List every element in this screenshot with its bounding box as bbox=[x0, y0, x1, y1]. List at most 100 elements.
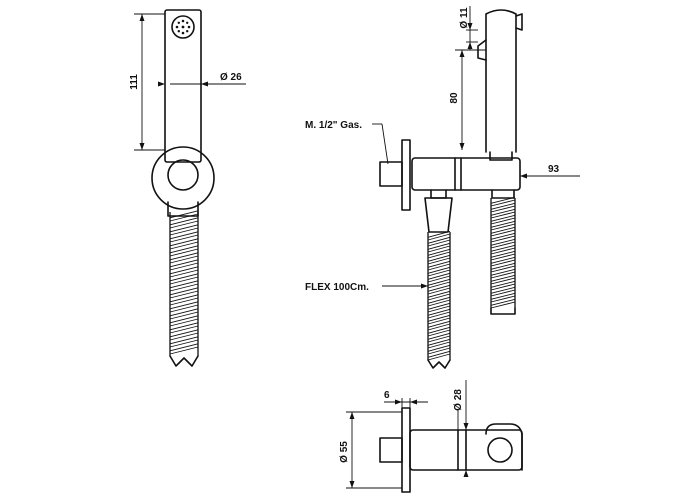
hose-coil bbox=[490, 226, 516, 237]
valve-body bbox=[411, 157, 521, 191]
hose-coil bbox=[490, 268, 516, 279]
hose-coil bbox=[169, 224, 199, 236]
hose-coil bbox=[427, 278, 451, 289]
hose-coil bbox=[169, 336, 199, 348]
wall-holder-hub bbox=[167, 159, 199, 191]
dim-80: 80 bbox=[449, 49, 486, 150]
holder-top bbox=[485, 423, 523, 471]
hose-coil bbox=[490, 220, 516, 231]
hose-coil bbox=[169, 301, 199, 313]
hose-coil bbox=[169, 315, 199, 327]
hose-coil bbox=[169, 259, 199, 271]
hose-coil bbox=[427, 260, 451, 271]
dim-6-text: 6 bbox=[384, 390, 390, 401]
hose-coil bbox=[490, 202, 516, 213]
hose-coil bbox=[169, 252, 199, 264]
wall-holder-plate bbox=[151, 146, 215, 210]
hose-coil bbox=[490, 232, 516, 243]
wall-plate-top bbox=[401, 407, 411, 493]
dim-26-text: Ø 26 bbox=[220, 72, 242, 83]
dim-28-text: Ø 28 bbox=[453, 389, 464, 411]
hose-coil bbox=[427, 332, 451, 343]
spray-head bbox=[171, 15, 195, 39]
holder-collar bbox=[489, 151, 513, 161]
dim-11-text: Ø 11 bbox=[459, 7, 470, 29]
dim-28: Ø 28 bbox=[453, 380, 469, 477]
hose-cone bbox=[424, 197, 453, 233]
hose-coil bbox=[169, 273, 199, 285]
hose-coil bbox=[427, 272, 451, 283]
hose-coil bbox=[427, 344, 451, 355]
hose-coil bbox=[427, 236, 451, 247]
hose-coil bbox=[169, 287, 199, 299]
hose-coil bbox=[169, 210, 199, 222]
hose-coil bbox=[490, 280, 516, 291]
hose-coil bbox=[169, 322, 199, 334]
hose-coil bbox=[169, 329, 199, 341]
hose-coil bbox=[427, 284, 451, 295]
dim-93: 93 bbox=[520, 164, 580, 179]
dim-80-text: 80 bbox=[449, 92, 460, 104]
dim-11: Ø 11 bbox=[459, 6, 478, 50]
dim-6: 6 bbox=[384, 390, 428, 408]
trigger bbox=[477, 39, 487, 61]
thread-top bbox=[379, 437, 403, 463]
hose-coil bbox=[427, 290, 451, 301]
hose-coil bbox=[427, 266, 451, 277]
dim-93-text: 93 bbox=[548, 164, 560, 175]
hose-coil bbox=[490, 256, 516, 267]
dim-111: 111 bbox=[129, 13, 165, 151]
side-view: Ø 11 80 93 M. 1/2" Gas. FLEX 100Cm. bbox=[305, 6, 580, 369]
hose-coil bbox=[490, 208, 516, 219]
hose-coil bbox=[427, 320, 451, 331]
hose-coil bbox=[427, 296, 451, 307]
thread-connection bbox=[379, 161, 403, 187]
hose-coil bbox=[427, 242, 451, 253]
label-connection: M. 1/2" Gas. bbox=[305, 120, 389, 165]
hose-coil bbox=[490, 244, 516, 255]
dim-26: Ø 26 bbox=[158, 72, 246, 87]
label-hose: FLEX 100Cm. bbox=[305, 282, 428, 293]
hose-coil bbox=[427, 338, 451, 349]
hose-coil bbox=[490, 262, 516, 273]
hose-coil bbox=[427, 254, 451, 265]
hose-connector bbox=[167, 201, 199, 217]
hose-coil bbox=[427, 308, 451, 319]
hose-coil bbox=[490, 286, 516, 297]
hose-coil bbox=[490, 214, 516, 225]
outlet-nut bbox=[430, 189, 447, 199]
handset-body bbox=[164, 9, 202, 163]
hose-coil bbox=[427, 302, 451, 313]
hose-coil bbox=[169, 217, 199, 229]
dim-55-text: Ø 55 bbox=[339, 441, 350, 463]
label-connection-text: M. 1/2" Gas. bbox=[305, 120, 362, 131]
top-view: 6 Ø 28 Ø 55 bbox=[339, 380, 523, 493]
hose-front bbox=[169, 210, 199, 367]
hose-side-right bbox=[490, 189, 516, 315]
hose-coil bbox=[427, 314, 451, 325]
hose-coil bbox=[169, 231, 199, 243]
hose-coil bbox=[169, 308, 199, 320]
hose-coil bbox=[169, 245, 199, 257]
spray-holes bbox=[175, 19, 191, 35]
hose-coil bbox=[490, 196, 516, 207]
nozzle bbox=[515, 13, 523, 31]
hose-coil bbox=[490, 292, 516, 303]
hose-coil bbox=[490, 274, 516, 285]
hose-coil bbox=[490, 250, 516, 261]
handset-side-body bbox=[485, 9, 517, 153]
hose-coil bbox=[427, 230, 451, 241]
hose-coil bbox=[169, 343, 199, 355]
hose-coil bbox=[490, 298, 516, 309]
hose-coil bbox=[169, 280, 199, 292]
holder-top-knob bbox=[487, 437, 513, 463]
wall-plate-side bbox=[401, 139, 411, 211]
front-view: 111 Ø 26 bbox=[129, 9, 246, 367]
hose-coil bbox=[427, 248, 451, 259]
dim-111-text: 111 bbox=[129, 74, 140, 90]
hose-side-left bbox=[427, 230, 451, 369]
hose-coil bbox=[169, 238, 199, 250]
dim-55: Ø 55 bbox=[339, 411, 402, 489]
hose-coil bbox=[427, 326, 451, 337]
